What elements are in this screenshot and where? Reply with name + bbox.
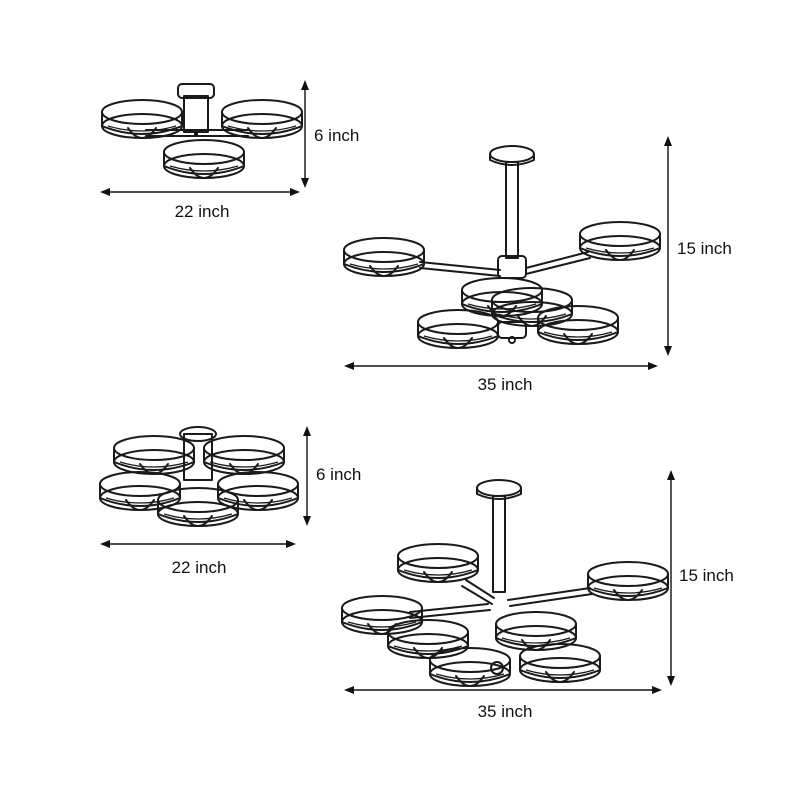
fixture-3-width-dimension [100,540,296,548]
fixture-2-pendant-5-light-icon [343,145,661,349]
fixture-1-height-label: 6 inch [314,126,359,145]
fixture-3-width-label: 22 inch [172,558,227,577]
fixture-2-height-dimension [664,136,672,356]
fixture-4-width-dimension [344,686,662,694]
fixture-1-height-dimension [301,80,309,188]
fixture-2-height-label: 15 inch [677,239,732,258]
fixture-1-flush-mount-3-light-icon [101,83,303,179]
fixture-4-height-dimension [667,470,675,686]
fixture-4-width-label: 35 inch [478,702,533,721]
fixture-1-width-label: 22 inch [175,202,230,221]
fixture-3-flush-mount-5-light-icon [99,426,299,527]
fixture-2-width-dimension [344,362,658,370]
fixture-3-height-dimension [303,426,311,526]
fixture-3-height-label: 6 inch [316,465,361,484]
fixture-1-width-dimension [100,188,300,196]
fixture-4-height-label: 15 inch [679,566,734,585]
fixture-4-pendant-7-light-icon [341,479,669,687]
fixture-2-width-label: 35 inch [478,375,533,394]
